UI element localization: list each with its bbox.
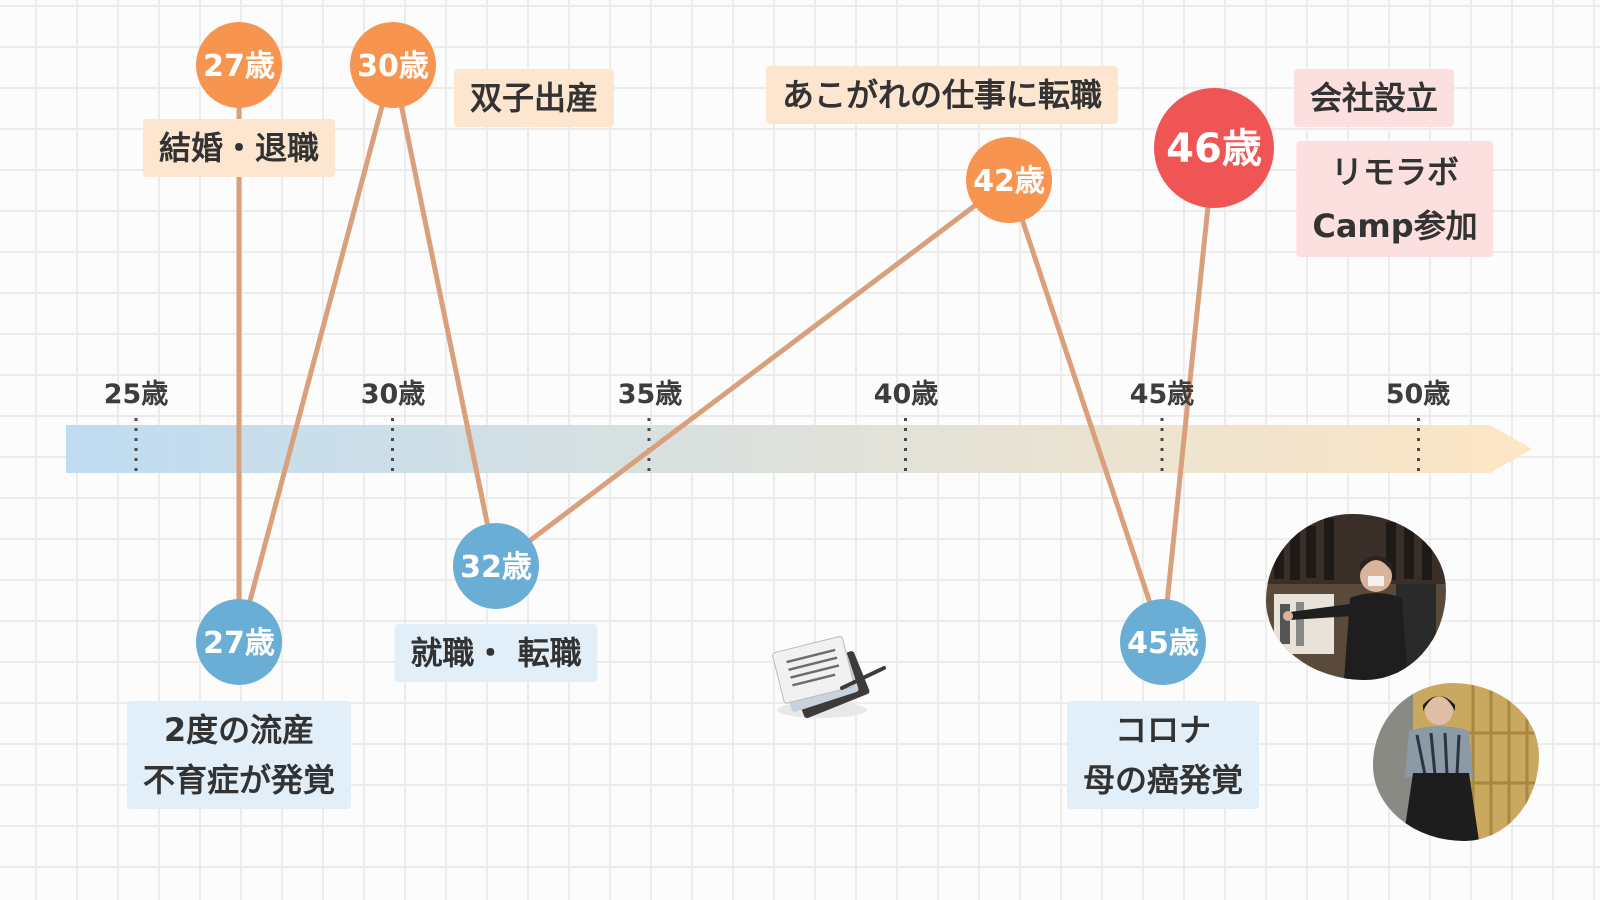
path-connector-line: [1009, 180, 1163, 642]
portrait-photo: [1373, 683, 1539, 841]
age-marker-peak: 42歳: [966, 137, 1052, 223]
axis-tick-label: 30歳: [361, 372, 426, 411]
event-employment-change: 就職・ 転職: [394, 624, 597, 682]
axis-tick-label: 35歳: [618, 372, 683, 411]
axis-tick-label: 50歳: [1386, 372, 1451, 411]
axis-tick-label: 40歳: [874, 372, 939, 411]
age-marker-label: 27歳: [203, 626, 275, 661]
event-miscarriage: 2度の流産 不育症が発覚: [127, 701, 351, 809]
age-marker-label: 27歳: [203, 49, 275, 84]
life-path-lines: [239, 65, 1214, 642]
event-company-founded: 会社設立: [1294, 69, 1454, 127]
age-marker-low: 45歳: [1120, 599, 1206, 685]
event-remolabo-line1: リモラボ: [1312, 145, 1477, 199]
documents-icon: [772, 636, 884, 719]
portrait-photo-image: [1373, 683, 1539, 841]
age-marker-label: 42歳: [973, 164, 1045, 199]
axis-tick-label: 45歳: [1130, 372, 1195, 411]
age-marker-highlight: 46歳: [1154, 88, 1274, 208]
shop-photo-image: [1266, 514, 1446, 680]
event-corona: コロナ 母の癌発覚: [1067, 701, 1259, 809]
event-remolabo-line2: Camp参加: [1312, 199, 1477, 253]
event-marriage-retirement: 結婚・退職: [143, 119, 335, 177]
event-corona-line1: コロナ: [1083, 705, 1243, 755]
event-corona-line2: 母の癌発覚: [1083, 755, 1243, 805]
age-marker-peak: 27歳: [196, 22, 282, 108]
age-marker-label: 45歳: [1127, 626, 1199, 661]
shop-photo: [1266, 514, 1446, 680]
age-marker-label: 32歳: [460, 550, 532, 585]
path-connector-line: [393, 65, 496, 566]
axis-tick-label: 25歳: [104, 372, 169, 411]
event-dream-job-change: あこがれの仕事に転職: [766, 66, 1118, 124]
age-marker-peak: 30歳: [350, 22, 436, 108]
event-twins-birth: 双子出産: [454, 69, 614, 127]
age-marker-low: 27歳: [196, 599, 282, 685]
event-miscarriage-line2: 不育症が発覚: [143, 755, 335, 805]
age-marker-label: 46歳: [1166, 126, 1262, 172]
event-remolabo-camp: リモラボ Camp参加: [1296, 141, 1493, 257]
age-marker-label: 30歳: [357, 49, 429, 84]
event-miscarriage-line1: 2度の流産: [143, 705, 335, 755]
age-marker-low: 32歳: [453, 523, 539, 609]
